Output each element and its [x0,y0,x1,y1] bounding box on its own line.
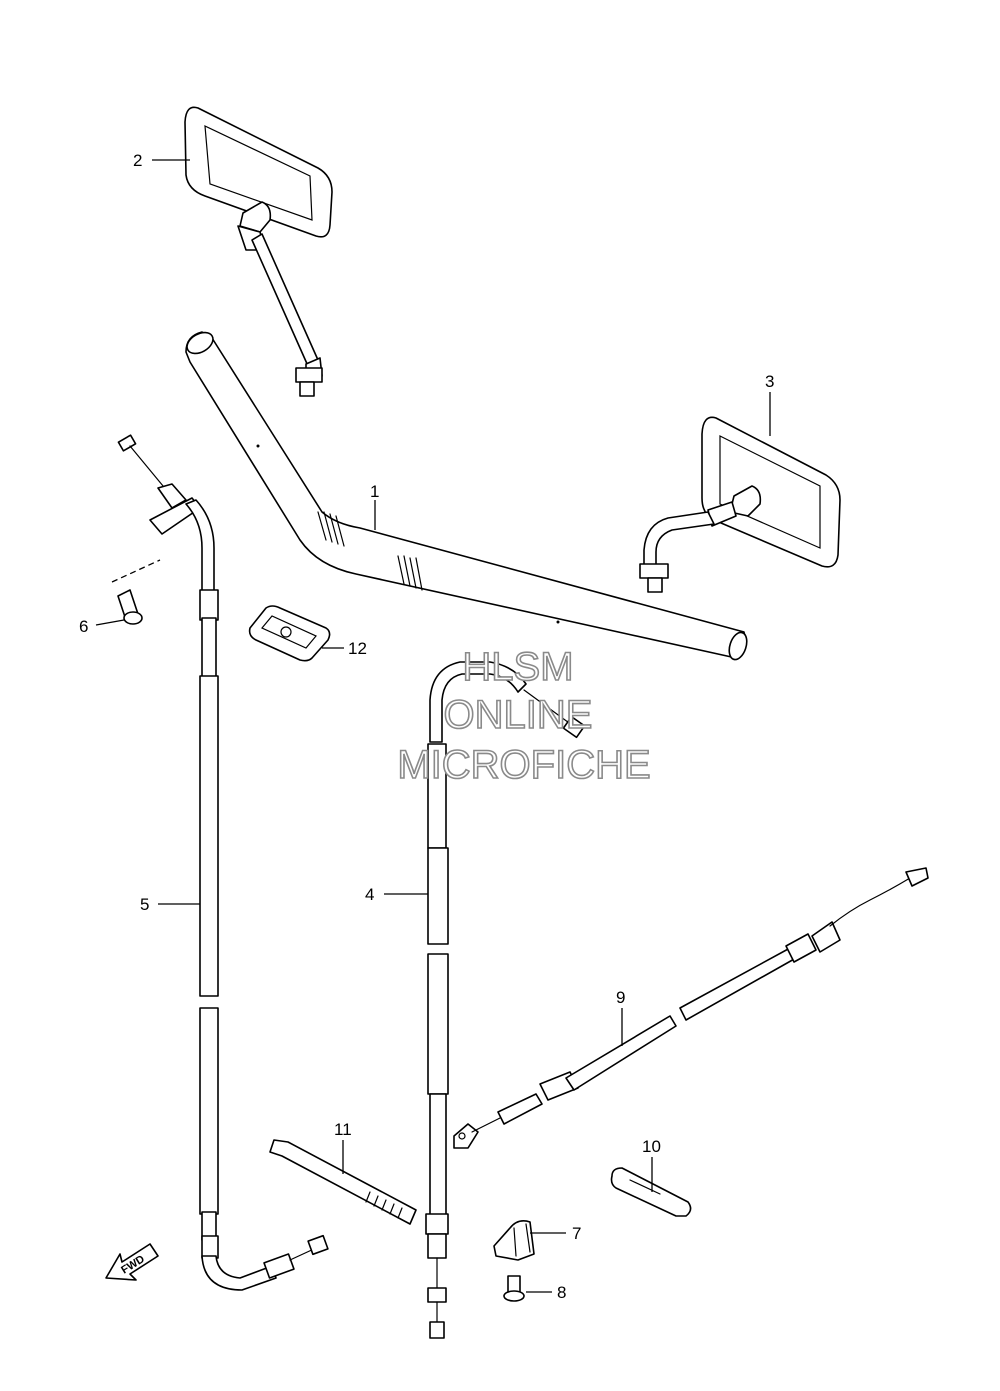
part-8-bolt[interactable] [503,1275,525,1302]
callout-6[interactable]: 6 [79,617,88,636]
callout-9[interactable]: 9 [616,988,625,1007]
part-3-right-mirror[interactable] [639,416,841,593]
callout-4[interactable]: 4 [365,885,374,904]
part-9-brake-cable[interactable] [453,867,929,1149]
watermark-line-2: ONLINE [444,693,593,737]
part-1-handlebar[interactable] [183,328,750,662]
fwd-arrow-icon: FWD [105,1243,159,1281]
part-2-left-mirror[interactable] [184,106,333,397]
callout-1[interactable]: 1 [370,482,379,501]
callout-12[interactable]: 12 [348,639,367,658]
leader-lines [95,159,771,1293]
callout-7[interactable]: 7 [572,1224,581,1243]
part-6-bolt[interactable] [111,559,161,625]
watermark-line-3: MICROFICHE [397,743,650,787]
callout-11[interactable]: 11 [334,1120,352,1139]
part-7-clamp[interactable] [493,1220,535,1261]
watermark: HLSM ONLINE MICROFICHE [397,644,652,788]
part-4-throttle-cable[interactable] [425,661,586,1339]
callout-3[interactable]: 3 [765,372,774,391]
part-12-clip[interactable] [248,605,331,662]
callout-2[interactable]: 2 [133,151,142,170]
part-10-bracket[interactable] [610,1167,692,1217]
callout-labels: 1 2 3 4 5 6 7 8 9 10 11 12 [79,151,774,1302]
callout-5[interactable]: 5 [140,895,149,914]
part-11-cable-tie[interactable] [269,1139,417,1225]
callout-10[interactable]: 10 [642,1137,661,1156]
callout-8[interactable]: 8 [557,1283,566,1302]
watermark-line-1: HLSM [462,645,573,689]
part-5-clutch-cable[interactable] [117,434,329,1291]
